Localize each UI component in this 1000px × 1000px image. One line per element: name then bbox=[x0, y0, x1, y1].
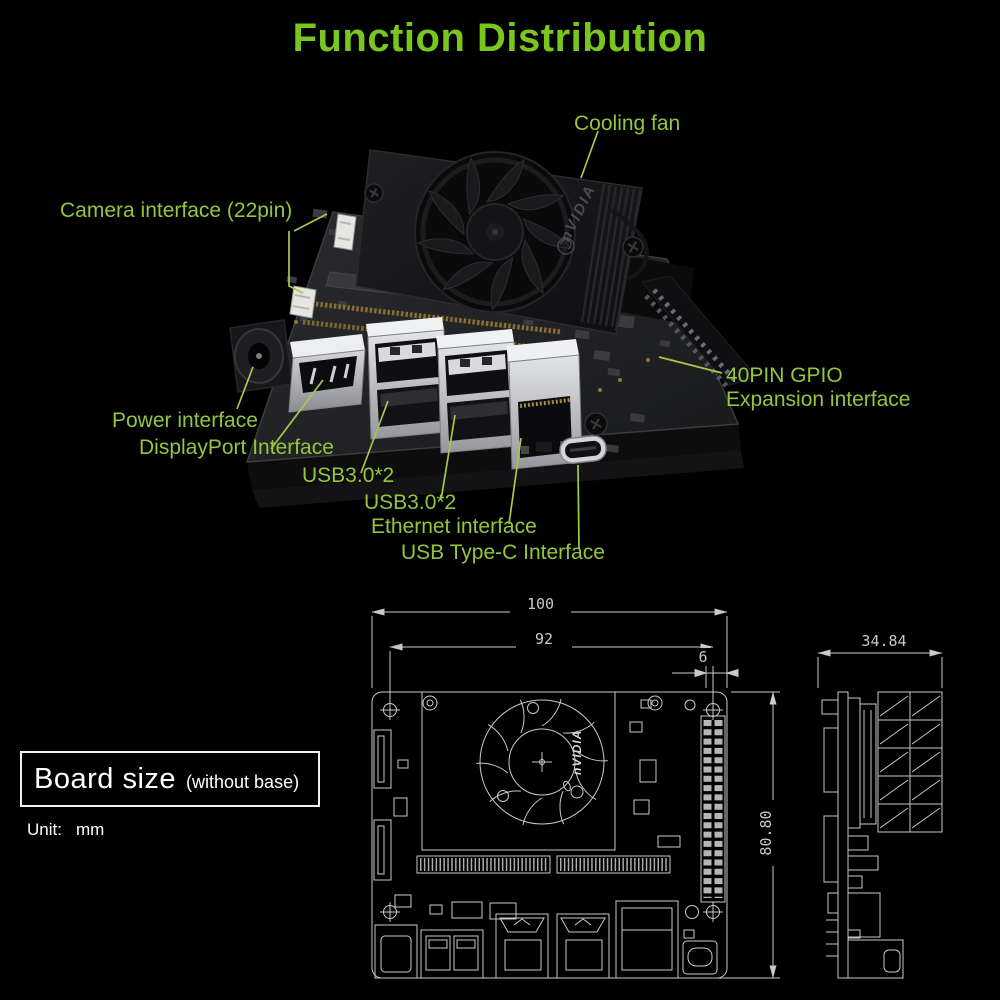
heatsink-fins bbox=[580, 183, 642, 331]
dim-hole-span: 92 bbox=[516, 630, 572, 648]
nvidia-eye-front-view bbox=[570, 785, 584, 799]
fan-front-view bbox=[475, 698, 609, 826]
callout-usb-type-c: USB Type-C Interface bbox=[401, 541, 605, 564]
cad-drawing bbox=[371, 608, 943, 979]
camera-connector-cam1 bbox=[289, 285, 317, 319]
unit-label: Unit: bbox=[27, 820, 62, 839]
usb3-stack-1 bbox=[366, 317, 448, 440]
side-connectors-front-view bbox=[373, 729, 392, 881]
power-jack bbox=[229, 319, 293, 393]
leader-displayport bbox=[270, 379, 324, 450]
dim-board-height: 80.80 bbox=[757, 800, 775, 866]
gpio-front-view bbox=[700, 715, 726, 903]
dimension-lines bbox=[371, 608, 943, 979]
displayport-port bbox=[288, 334, 366, 413]
board-size-note: (without base) bbox=[186, 771, 300, 792]
bottom-ports-front-view bbox=[374, 900, 718, 979]
unit-line: Unit: mm bbox=[27, 820, 104, 840]
board-photo-illustration bbox=[229, 149, 757, 508]
dim-side-width: 34.84 bbox=[841, 632, 927, 650]
callout-cooling-fan: Cooling fan bbox=[574, 112, 681, 135]
dim-outer-width: 100 bbox=[510, 595, 571, 613]
dim-edge-offset: 6 bbox=[690, 648, 716, 666]
unit-value: mm bbox=[75, 820, 105, 839]
callout-usb3-bottom: USB3.0*2 bbox=[364, 491, 457, 514]
fan-cable bbox=[610, 208, 649, 281]
cad-nvidia-logo-text: nVIDIA bbox=[570, 729, 584, 775]
sodimm-front-view bbox=[416, 855, 671, 874]
callout-displayport-interface: DisplayPort Interface bbox=[139, 436, 334, 459]
misc-components-front-view bbox=[393, 699, 695, 939]
board-edge bbox=[247, 424, 741, 490]
callout-usb3-top: USB3.0*2 bbox=[302, 464, 395, 487]
callout-power-interface: Power interface bbox=[112, 409, 258, 432]
leader-power bbox=[236, 366, 254, 410]
board-base bbox=[252, 450, 744, 508]
mounting-holes bbox=[380, 695, 723, 922]
page-title: Function Distribution bbox=[292, 16, 708, 60]
gpio-header bbox=[641, 275, 757, 392]
leader-usb3-bottom bbox=[440, 414, 456, 501]
leader-usb3-top bbox=[360, 400, 389, 474]
standoff-screws bbox=[364, 183, 644, 436]
board-size-label: Board size bbox=[34, 762, 177, 795]
usb3-stack-2 bbox=[436, 329, 518, 454]
cooling-fan-assembly bbox=[355, 149, 695, 335]
leader-usb-type-c bbox=[577, 464, 580, 550]
usb-type-c-port bbox=[559, 435, 607, 464]
callout-camera-interface: Camera interface (22pin) bbox=[60, 199, 293, 222]
camera-connector-cam0 bbox=[333, 213, 357, 251]
som-module-outline bbox=[421, 691, 616, 851]
leader-camera-lower bbox=[288, 231, 304, 294]
callout-ethernet-interface: Ethernet interface bbox=[371, 515, 537, 538]
leader-gpio bbox=[658, 356, 723, 374]
side-fan-fins bbox=[877, 691, 943, 833]
cad-side-view bbox=[821, 691, 943, 979]
callout-leader-lines bbox=[236, 130, 723, 550]
leader-camera-upper bbox=[293, 213, 328, 232]
cad-front-view bbox=[371, 691, 728, 979]
leader-cooling-fan bbox=[580, 130, 599, 179]
callout-gpio: 40PIN GPIO Expansion interface bbox=[726, 364, 911, 412]
board-size-box: Board size (without base) bbox=[20, 751, 320, 807]
side-pcb bbox=[837, 691, 849, 979]
nvidia-eye-icon bbox=[557, 237, 575, 255]
leader-ethernet bbox=[508, 437, 522, 525]
